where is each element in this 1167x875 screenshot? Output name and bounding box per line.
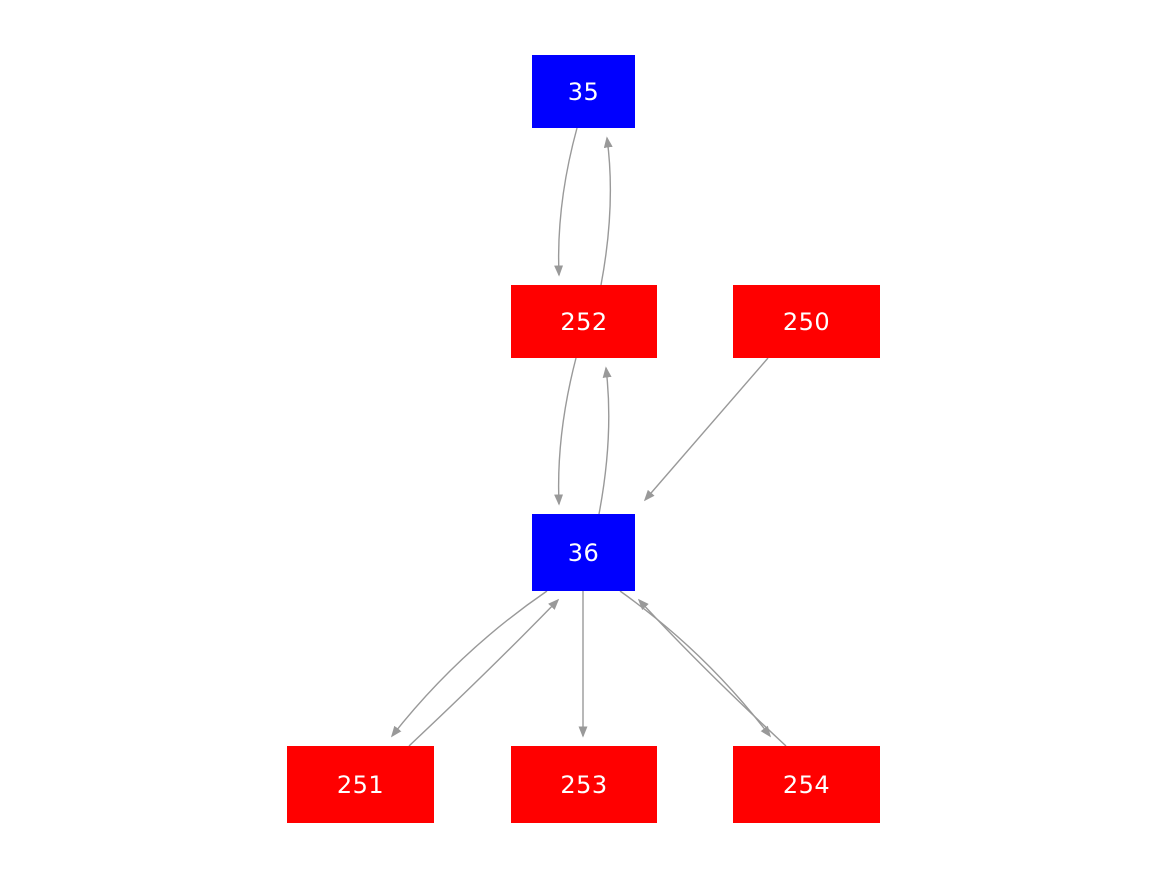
node-253: 253 [511, 746, 657, 823]
edge-35-to-252 [554, 127, 578, 277]
edge-254-to-36 [637, 598, 787, 747]
node-254: 254 [733, 746, 880, 823]
edge-252-to-36 [554, 357, 577, 506]
node-251: 251 [287, 746, 434, 823]
edge-252-to-35 [600, 136, 613, 286]
edge-36-to-251 [390, 590, 548, 738]
node-250: 250 [733, 285, 880, 358]
node-35: 35 [532, 55, 635, 128]
edge-250-to-36 [643, 357, 769, 502]
node-252: 252 [511, 285, 657, 358]
edge-36-to-252 [598, 366, 612, 515]
node-36: 36 [532, 514, 635, 591]
edge-251-to-36 [408, 598, 560, 747]
edge-36-to-254 [619, 590, 772, 738]
